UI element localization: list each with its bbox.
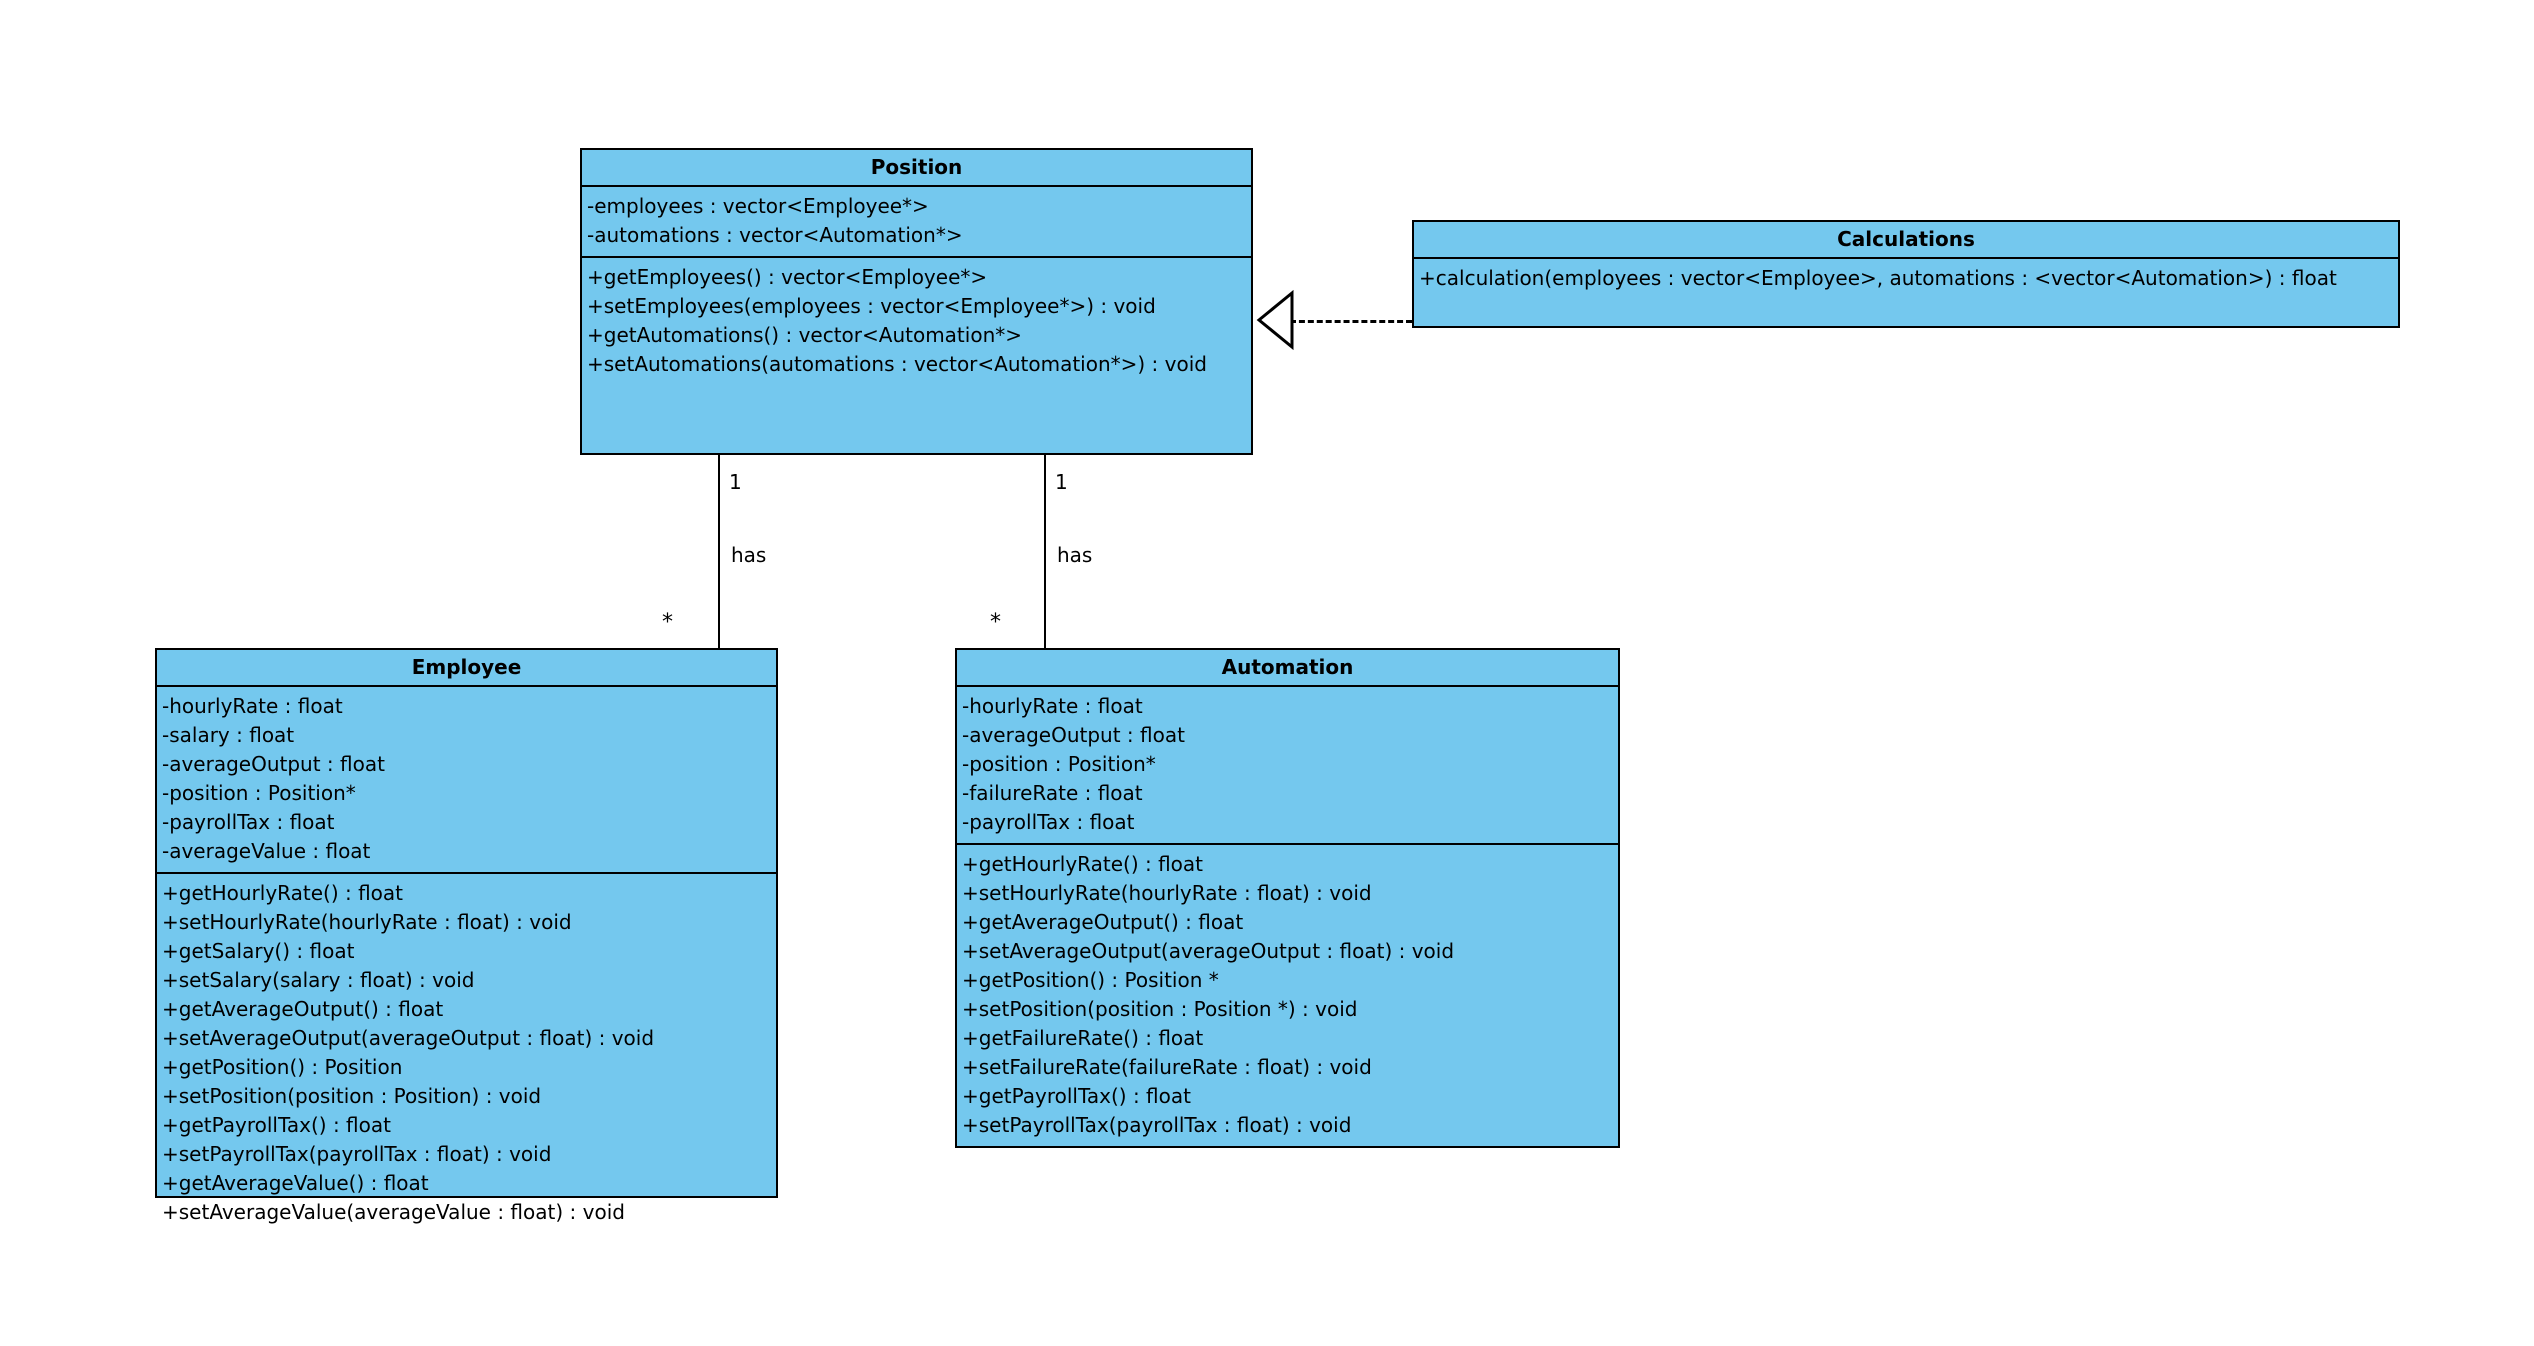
operation-row: +setFailureRate(failureRate : float) : v… <box>962 1055 1372 1079</box>
attribute-row: -hourlyRate : float <box>162 694 343 718</box>
class-operations-position: +getEmployees() : vector<Employee*> +set… <box>582 258 1251 453</box>
association-source-multiplicity-position-employee: 1 <box>729 470 742 494</box>
attribute-row: -averageValue : float <box>162 839 371 863</box>
operation-row: +setAverageOutput(averageOutput : float)… <box>962 939 1455 963</box>
association-label-position-employee: has <box>731 543 767 567</box>
class-box-calculations[interactable]: Calculations +calculation(employees : ve… <box>1412 220 2400 328</box>
operation-row: +getAutomations() : vector<Automation*> <box>587 323 1022 347</box>
class-attributes-employee: -hourlyRate : float -salary : float -ave… <box>157 687 776 874</box>
operation-row: +setPayrollTax(payrollTax : float) : voi… <box>162 1142 552 1166</box>
operation-row: +getHourlyRate() : float <box>162 881 404 905</box>
operation-row: +setAverageValue(averageValue : float) :… <box>162 1200 625 1224</box>
class-attributes-automation: -hourlyRate : float -averageOutput : flo… <box>957 687 1618 845</box>
operation-row: +getFailureRate() : float <box>962 1026 1204 1050</box>
attribute-row: -position : Position* <box>162 781 356 805</box>
operation-row: +setHourlyRate(hourlyRate : float) : voi… <box>162 910 572 934</box>
association-line-position-employee[interactable] <box>718 455 720 648</box>
class-box-employee[interactable]: Employee -hourlyRate : float -salary : f… <box>155 648 778 1224</box>
association-target-multiplicity-position-automation: * <box>990 610 1001 635</box>
attribute-row: -automations : vector<Automation*> <box>587 223 963 247</box>
operation-row: +getHourlyRate() : float <box>962 852 1204 876</box>
class-attributes-position: -employees : vector<Employee*> -automati… <box>582 187 1251 258</box>
class-operations-automation: +getHourlyRate() : float +setHourlyRate(… <box>957 845 1618 1146</box>
class-name-employee: Employee <box>157 650 776 687</box>
class-name-position: Position <box>582 150 1251 187</box>
operation-row: +setPayrollTax(payrollTax : float) : voi… <box>962 1113 1352 1137</box>
operation-row: +setAutomations(automations : vector<Aut… <box>587 352 1207 376</box>
attribute-row: -payrollTax : float <box>962 810 1135 834</box>
class-name-automation: Automation <box>957 650 1618 687</box>
operation-row: +getEmployees() : vector<Employee*> <box>587 265 988 289</box>
realization-line-calculations-position[interactable] <box>1290 320 1412 323</box>
class-box-position[interactable]: Position -employees : vector<Employee*> … <box>580 148 1253 455</box>
attribute-row: -failureRate : float <box>962 781 1143 805</box>
attribute-row: -position : Position* <box>962 752 1156 776</box>
class-box-automation[interactable]: Automation -hourlyRate : float -averageO… <box>955 648 1620 1148</box>
operation-row: +getSalary() : float <box>162 939 355 963</box>
operation-row: +setEmployees(employees : vector<Employe… <box>587 294 1156 318</box>
operation-row: +calculation(employees : vector<Employee… <box>1419 266 2337 290</box>
attribute-row: -payrollTax : float <box>162 810 335 834</box>
attribute-row: -hourlyRate : float <box>962 694 1143 718</box>
class-name-calculations: Calculations <box>1414 222 2398 259</box>
operation-row: +getPayrollTax() : float <box>162 1113 391 1137</box>
operation-row: +getAverageOutput() : float <box>962 910 1244 934</box>
operation-row: +getAverageOutput() : float <box>162 997 444 1021</box>
association-line-position-automation[interactable] <box>1044 455 1046 648</box>
operation-row: +setAverageOutput(averageOutput : float)… <box>162 1026 655 1050</box>
attribute-row: -averageOutput : float <box>962 723 1185 747</box>
operation-row: +getPayrollTax() : float <box>962 1084 1191 1108</box>
operation-row: +getAverageValue() : float <box>162 1171 429 1195</box>
realization-arrowhead-icon <box>1256 286 1294 354</box>
operation-row: +setPosition(position : Position *) : vo… <box>962 997 1358 1021</box>
class-operations-employee: +getHourlyRate() : float +setHourlyRate(… <box>157 874 776 1233</box>
operation-row: +setSalary(salary : float) : void <box>162 968 475 992</box>
operation-row: +setPosition(position : Position) : void <box>162 1084 542 1108</box>
attribute-row: -employees : vector<Employee*> <box>587 194 929 218</box>
operation-row: +setHourlyRate(hourlyRate : float) : voi… <box>962 881 1372 905</box>
attribute-row: -averageOutput : float <box>162 752 385 776</box>
class-operations-calculations: +calculation(employees : vector<Employee… <box>1414 259 2398 326</box>
association-source-multiplicity-position-automation: 1 <box>1055 470 1068 494</box>
association-target-multiplicity-position-employee: * <box>662 610 673 635</box>
operation-row: +getPosition() : Position <box>162 1055 403 1079</box>
operation-row: +getPosition() : Position * <box>962 968 1219 992</box>
association-label-position-automation: has <box>1057 543 1093 567</box>
attribute-row: -salary : float <box>162 723 295 747</box>
